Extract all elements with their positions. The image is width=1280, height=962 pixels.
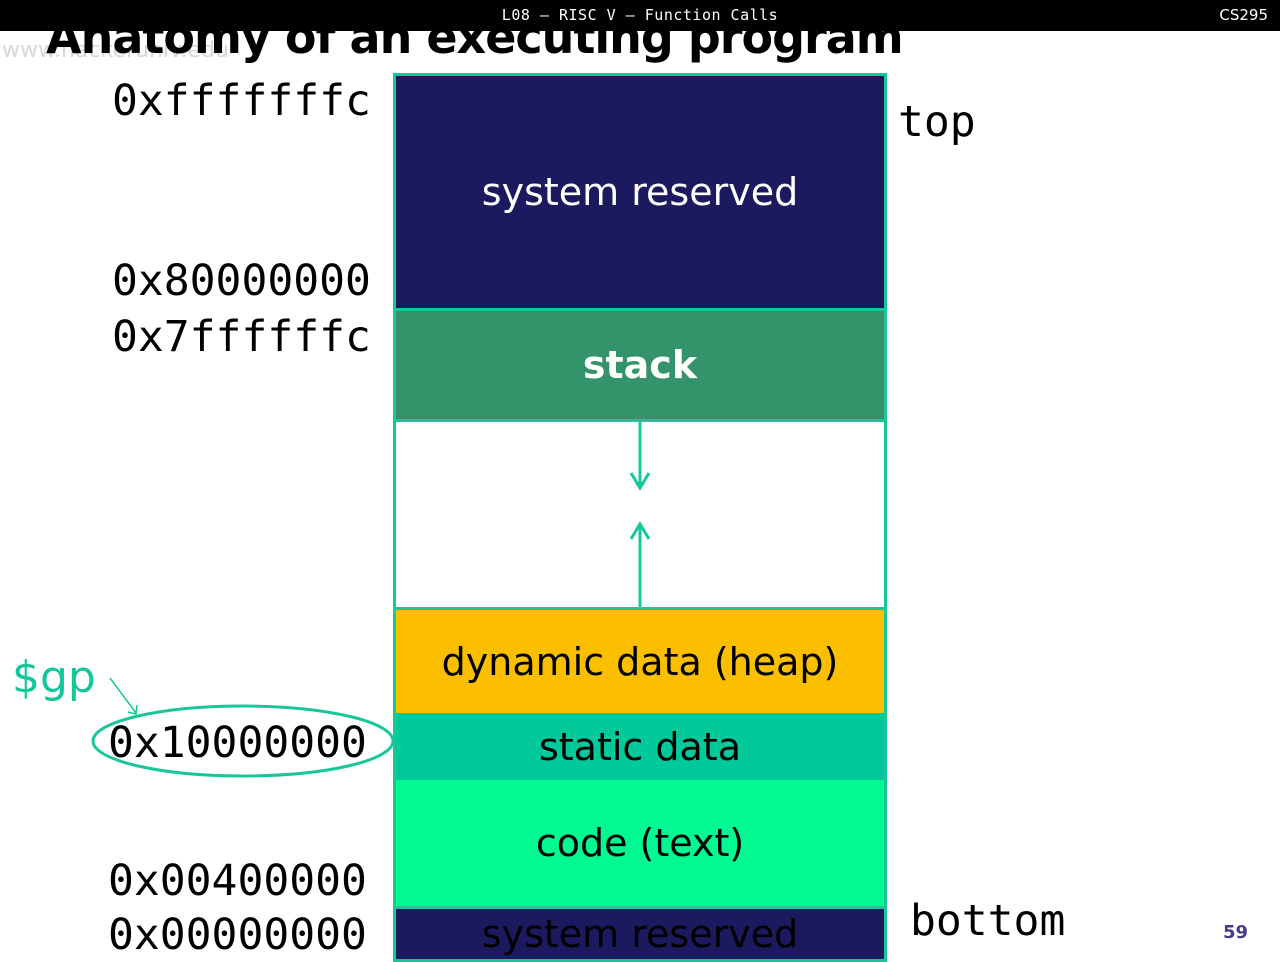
segment-stack: stack	[395, 311, 885, 419]
segment-code: code (text)	[395, 780, 885, 906]
segment-label: code (text)	[535, 821, 745, 865]
segment-label: dynamic data (heap)	[441, 639, 839, 684]
segment-label: stack	[582, 343, 698, 387]
segment-static-data: static data	[395, 713, 885, 780]
watermark-text: www.hackeruniv.edu	[2, 38, 229, 63]
segment-label: static data	[538, 724, 741, 769]
address-0x7ffffffc: 0x7ffffffc	[112, 312, 371, 362]
memory-outline	[393, 73, 887, 962]
gp-pointer-arrow-icon	[109, 677, 138, 715]
segment-system-reserved-top: system reserved	[395, 76, 885, 308]
address-0x80000000: 0x80000000	[112, 256, 371, 306]
slide-header-bar: L08 – RISC V – Function Calls CS295	[0, 0, 1280, 31]
top-label: top	[898, 97, 976, 147]
segment-heap: dynamic data (heap)	[395, 610, 885, 713]
address-top: 0xfffffffc	[112, 76, 371, 126]
lecture-title: L08 – RISC V – Function Calls	[501, 6, 779, 24]
segment-label: system reserved	[481, 912, 799, 956]
gp-label: $gp	[12, 652, 96, 703]
segment-system-reserved-bottom: system reserved	[395, 909, 885, 960]
page-number: 59	[1222, 922, 1248, 943]
address-gp: 0x10000000	[108, 718, 367, 768]
bottom-label: bottom	[910, 896, 1066, 946]
address-0x00400000: 0x00400000	[108, 856, 367, 906]
slide-title: Anatomy of an executing program	[46, 10, 904, 64]
course-code: CS295	[1219, 6, 1268, 24]
segment-label: system reserved	[481, 170, 799, 214]
address-bottom: 0x00000000	[108, 910, 367, 960]
